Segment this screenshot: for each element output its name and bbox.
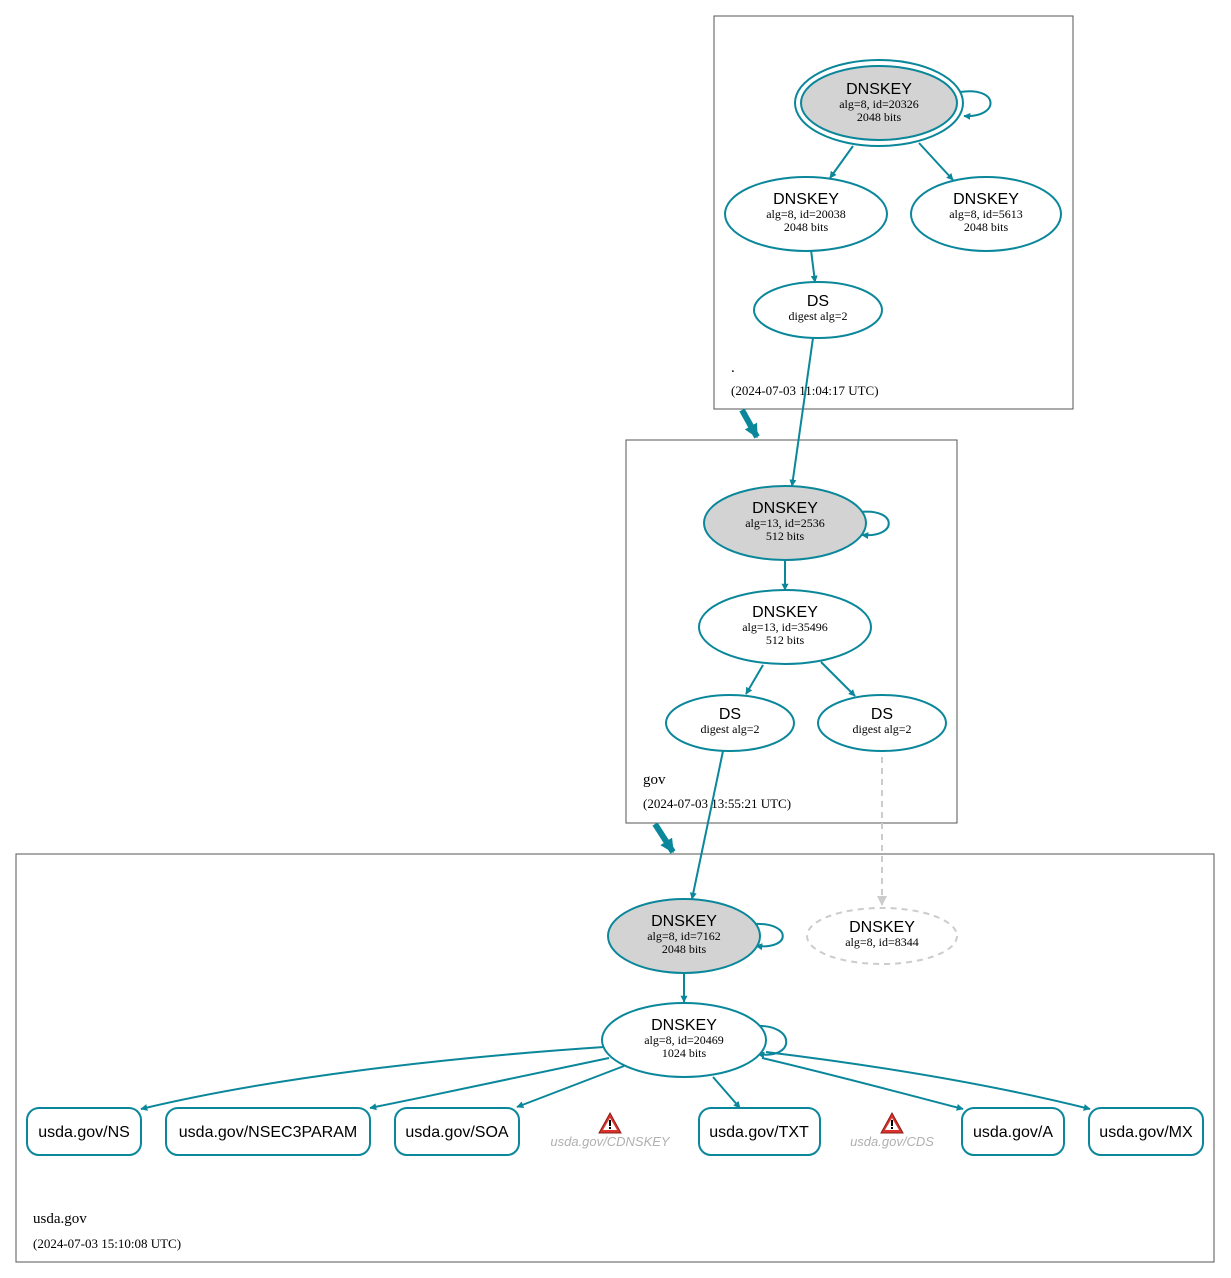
delegation-arrow-gov-usda: [652, 822, 676, 854]
node-gov-ksk-detail: alg=13, id=2536: [745, 516, 825, 530]
node-gov-ds1-type: DS: [719, 706, 741, 723]
edge-usda-zsk-txt: [712, 1076, 741, 1109]
edge-self-gov-ksk: [859, 510, 890, 540]
node-root-zsk1-size: 2048 bits: [784, 220, 829, 234]
node-gov-zsk[interactable]: DNSKEY alg=13, id=35496 512 bits: [698, 589, 872, 665]
node-root-zsk1[interactable]: DNSKEY alg=8, id=20038 2048 bits: [724, 176, 888, 252]
node-gov-zsk-type: DNSKEY: [752, 604, 818, 621]
node-gov-ds2[interactable]: DS digest alg=2: [817, 694, 947, 752]
node-gov-ds2-type: DS: [871, 706, 893, 723]
zone-gov-name: gov: [643, 772, 666, 788]
node-root-ksk-size: 2048 bits: [857, 110, 902, 124]
edge-gov-zsk-ds2: [820, 661, 856, 697]
warning-cds-label: usda.gov/CDS: [850, 1134, 934, 1149]
node-root-ds-detail: digest alg=2: [788, 309, 847, 323]
node-root-zsk2[interactable]: DNSKEY alg=8, id=5613 2048 bits: [910, 176, 1062, 252]
edge-usda-zsk-mx: [765, 1051, 1091, 1111]
zone-usda: usda.gov (2024-07-03 15:10:08 UTC): [15, 853, 1215, 1263]
node-root-ksk-detail: alg=8, id=20326: [839, 97, 919, 111]
node-usda-zsk-detail: alg=8, id=20469: [644, 1033, 724, 1047]
edges: [140, 90, 1091, 1111]
edge-self-usda-zsk: [755, 1024, 788, 1059]
zone-gov-timestamp: (2024-07-03 13:55:21 UTC): [643, 796, 791, 811]
edge-root-ksk-zsk1: [829, 145, 854, 179]
warning-triangle-icon: [598, 1111, 622, 1134]
node-gov-ds2-detail: digest alg=2: [852, 722, 911, 736]
rr-a[interactable]: usda.gov/A: [961, 1107, 1065, 1156]
rr-txt-label: usda.gov/TXT: [709, 1124, 809, 1141]
rr-soa-label: usda.gov/SOA: [405, 1124, 509, 1141]
rr-nsec3param-label: usda.gov/NSEC3PARAM: [179, 1124, 357, 1141]
node-root-zsk1-type: DNSKEY: [773, 191, 839, 208]
zone-root-box: [713, 15, 1074, 410]
zone-usda-timestamp: (2024-07-03 15:10:08 UTC): [33, 1236, 181, 1251]
node-usda-zsk-type: DNSKEY: [651, 1017, 717, 1034]
rr-a-label: usda.gov/A: [973, 1124, 1053, 1141]
warning-triangle-icon: [880, 1111, 904, 1134]
warning-cdnskey-label: usda.gov/CDNSKEY: [550, 1134, 671, 1149]
rr-mx-label: usda.gov/MX: [1099, 1124, 1193, 1141]
edge-usda-zsk-soa: [516, 1065, 625, 1109]
node-gov-ds1[interactable]: DS digest alg=2: [665, 694, 795, 752]
node-gov-ksk-size: 512 bits: [766, 529, 805, 543]
node-root-ds-type: DS: [807, 293, 829, 310]
edge-usda-zsk-nsec3param: [369, 1057, 610, 1111]
node-usda-zsk[interactable]: DNSKEY alg=8, id=20469 1024 bits: [601, 1002, 767, 1078]
node-gov-zsk-size: 512 bits: [766, 633, 805, 647]
edge-root-zsk1-ds: [810, 249, 818, 283]
edge-root-ksk-zsk2: [918, 142, 954, 181]
node-gov-zsk-detail: alg=13, id=35496: [742, 620, 828, 634]
node-usda-missing-detail: alg=8, id=8344: [845, 935, 919, 949]
delegation-arrow-root-gov: [739, 408, 760, 439]
edge-root-ds-gov-ksk: [789, 337, 814, 487]
zone-gov-box: [625, 439, 958, 824]
zone-gov: gov (2024-07-03 13:55:21 UTC): [625, 439, 958, 824]
edge-gov-zsk-ds1: [745, 664, 764, 695]
node-root-ksk[interactable]: DNSKEY alg=8, id=20326 2048 bits: [794, 59, 964, 147]
rr-ns-label: usda.gov/NS: [38, 1124, 130, 1141]
node-usda-ksk[interactable]: DNSKEY alg=8, id=7162 2048 bits: [607, 898, 761, 974]
node-usda-ksk-type: DNSKEY: [651, 913, 717, 930]
rr-ns[interactable]: usda.gov/NS: [26, 1107, 142, 1156]
node-usda-zsk-size: 1024 bits: [662, 1046, 707, 1060]
edge-self-usda-ksk: [753, 922, 784, 951]
node-root-zsk2-size: 2048 bits: [964, 220, 1009, 234]
rr-nsec3param[interactable]: usda.gov/NSEC3PARAM: [165, 1107, 371, 1156]
edge-self-root-ksk: [959, 90, 992, 120]
edge-usda-zsk-ns: [140, 1046, 605, 1111]
node-usda-ksk-detail: alg=8, id=7162: [647, 929, 721, 943]
node-usda-missing-type: DNSKEY: [849, 919, 915, 936]
node-usda-ksk-size: 2048 bits: [662, 942, 707, 956]
node-gov-ksk-type: DNSKEY: [752, 500, 818, 517]
node-root-zsk2-type: DNSKEY: [953, 191, 1019, 208]
node-root-zsk1-detail: alg=8, id=20038: [766, 207, 846, 221]
rr-mx[interactable]: usda.gov/MX: [1088, 1107, 1204, 1156]
edge-usda-zsk-a: [761, 1057, 964, 1111]
node-root-ds[interactable]: DS digest alg=2: [753, 281, 883, 339]
edge-gov-ds1-usda-ksk: [689, 750, 724, 900]
node-gov-ksk[interactable]: DNSKEY alg=13, id=2536 512 bits: [703, 485, 867, 561]
node-usda-missing-key[interactable]: DNSKEY alg=8, id=8344: [806, 907, 958, 965]
node-root-zsk2-detail: alg=8, id=5613: [949, 207, 1023, 221]
warning-cdnskey[interactable]: usda.gov/CDNSKEY: [550, 1111, 671, 1149]
rr-soa[interactable]: usda.gov/SOA: [394, 1107, 520, 1156]
zone-usda-name: usda.gov: [33, 1211, 87, 1227]
node-gov-ds1-detail: digest alg=2: [700, 722, 759, 736]
zone-root-name: .: [731, 360, 735, 376]
rr-txt[interactable]: usda.gov/TXT: [698, 1107, 821, 1156]
zone-usda-box: [15, 853, 1215, 1263]
node-root-ksk-type: DNSKEY: [846, 81, 912, 98]
warning-cds[interactable]: usda.gov/CDS: [850, 1111, 934, 1149]
